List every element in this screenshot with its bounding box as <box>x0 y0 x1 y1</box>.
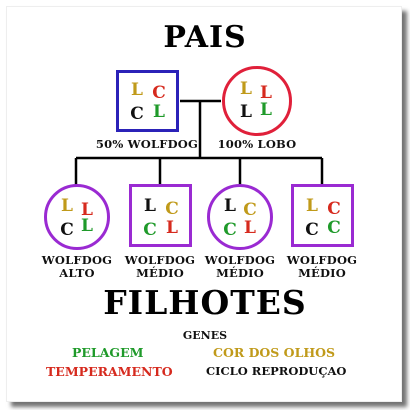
pup-3-circle: L C C L <box>207 184 273 250</box>
gene-ciclo: L <box>144 196 156 216</box>
legend-olhos: COR DOS OLHOS <box>213 345 336 360</box>
gene-pelagem: C <box>143 220 157 240</box>
gene-pelagem: L <box>81 216 93 236</box>
gene-temperamento: L <box>244 218 256 238</box>
gene-pelagem: L <box>153 102 165 122</box>
pup-4-label-line2: MÉDIO <box>298 266 346 280</box>
gene-ciclo: C <box>60 220 74 240</box>
gene-temperamento: L <box>260 83 272 103</box>
offspring-title: FILHOTES <box>103 283 307 322</box>
gene-pelagem: C <box>327 218 341 238</box>
gene-olhos: L <box>306 196 318 216</box>
gene-ciclo: L <box>224 196 236 216</box>
gene-pelagem: L <box>260 100 272 120</box>
gene-temperamento: C <box>327 199 341 219</box>
gene-olhos: C <box>243 200 257 220</box>
gene-ciclo: C <box>130 104 144 124</box>
parent-wolfdog-square: L C C L <box>116 70 179 132</box>
pup-4-label: WOLFDOG MÉDIO <box>281 254 363 280</box>
pup-3-label-line1: WOLFDOG <box>204 253 276 267</box>
pup-4-label-line1: WOLFDOG <box>286 253 358 267</box>
gene-olhos: L <box>131 80 143 100</box>
gene-temperamento: L <box>166 218 178 238</box>
pup-3-label: WOLFDOG MÉDIO <box>199 254 281 280</box>
parents-title: PAIS <box>163 20 247 55</box>
parent-wolfdog-label: 50% WOLFDOG <box>95 137 199 151</box>
pup-2-square: L C C L <box>129 184 192 247</box>
pup-3-label-line2: MÉDIO <box>216 266 264 280</box>
parent-wolf-circle: L L L L <box>222 66 292 136</box>
parent-wolf-label: 100% LOBO <box>217 137 297 151</box>
pup-4-square: L C C C <box>291 184 354 247</box>
pup-2-label-line1: WOLFDOG <box>124 253 196 267</box>
gene-temperamento: L <box>81 200 93 220</box>
gene-pelagem: C <box>223 220 237 240</box>
legend-title: GENES <box>182 329 228 342</box>
gene-ciclo: C <box>305 220 319 240</box>
gene-ciclo: L <box>240 102 252 122</box>
gene-olhos: L <box>240 79 252 99</box>
pup-1-circle: L L C L <box>44 184 110 250</box>
pup-1-label: WOLFDOG ALTO <box>36 254 118 280</box>
legend-pelagem: PELAGEM <box>72 345 144 360</box>
pup-2-label-line2: MÉDIO <box>136 266 184 280</box>
legend-ciclo: CICLO REPRODUÇAO <box>206 364 347 378</box>
pup-2-label: WOLFDOG MÉDIO <box>119 254 201 280</box>
gene-olhos: L <box>61 196 73 216</box>
legend-temperamento: TEMPERAMENTO <box>46 364 173 379</box>
gene-olhos: C <box>165 199 179 219</box>
pup-1-label-line2: ALTO <box>59 266 95 280</box>
gene-temperamento: C <box>152 83 166 103</box>
pup-1-label-line1: WOLFDOG <box>41 253 113 267</box>
